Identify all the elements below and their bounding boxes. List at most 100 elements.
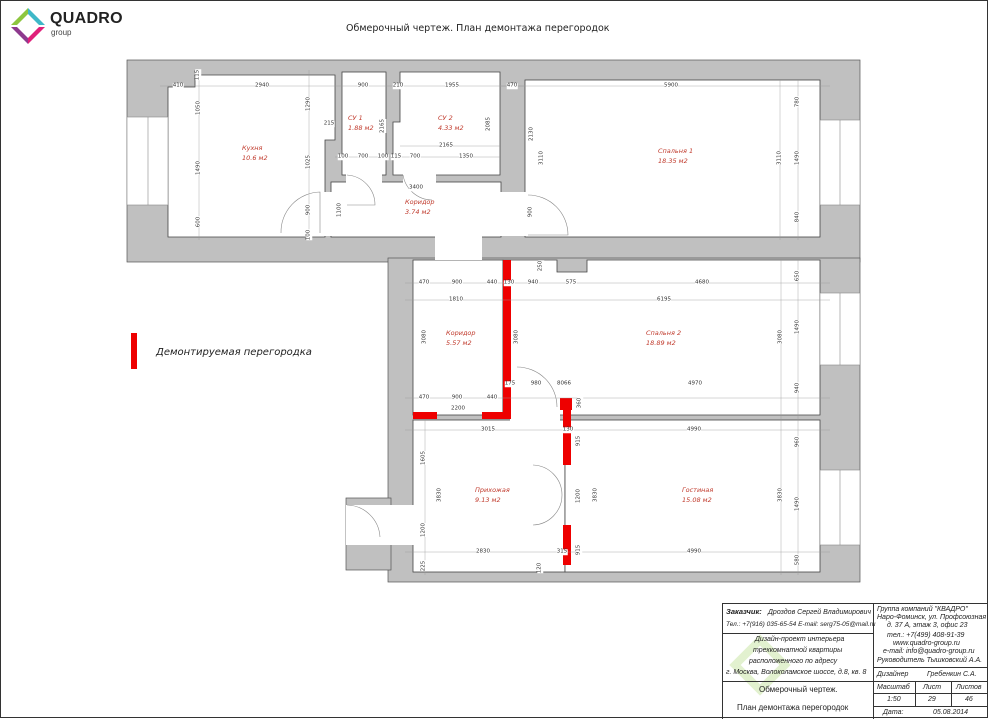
dimension-label: 4970 (688, 380, 702, 387)
dimension-label: 210 (392, 82, 404, 89)
dimension-label: 120 (536, 562, 543, 574)
dimension-label: 1025 (305, 155, 312, 169)
drawing-name: Обмерочный чертеж. (759, 685, 838, 694)
dimension-label: 1490 (794, 320, 801, 334)
room-name: Прихожая (475, 486, 510, 494)
dimension-label: 980 (530, 380, 542, 387)
drawing-name: План демонтажа перегородок (737, 703, 849, 712)
room-name: СУ 2 (438, 114, 453, 122)
dimension-label: 915 (575, 544, 582, 556)
dimension-label: 3080 (421, 330, 428, 344)
dimension-label: 915 (575, 435, 582, 447)
dimension-label: 580 (794, 554, 801, 566)
dimension-label: 410 (172, 82, 184, 89)
room-area: 18.89 м2 (646, 339, 676, 348)
dimension-label: 840 (794, 211, 801, 223)
dimension-label: 470 (418, 279, 430, 286)
room-area: 10.6 м2 (242, 154, 268, 163)
project-line: Дизайн-проект интерьера (755, 636, 845, 643)
dimension-label: 940 (794, 382, 801, 394)
dimension-label: 1490 (794, 151, 801, 165)
logo-diamond-icon (11, 8, 45, 44)
dimension-label: 1605 (420, 451, 427, 465)
company-email[interactable]: e-mail: info@quadro-group.ru (883, 648, 975, 655)
room-area: 1.88 м2 (348, 124, 374, 133)
door-swings (280, 174, 569, 538)
dimension-label: 2165 (379, 119, 386, 133)
dimension-label: 1200 (420, 523, 427, 537)
dimension-label: 360 (576, 397, 583, 409)
dimension-label: 8066 (557, 380, 571, 387)
dimension-label: 940 (527, 279, 539, 286)
customer-contact: Тел.: +7(916) 035-65-54 E-mail: serg75-0… (726, 621, 876, 628)
dimension-label: 315 (556, 548, 568, 555)
legend-label: Демонтируемая перегородка (156, 347, 312, 358)
dimension-label: 130 (503, 279, 515, 286)
dimension-label: 250 (537, 260, 544, 272)
room-bedroom-1 (524, 79, 821, 238)
dimension-label: 1100 (336, 203, 343, 217)
dimension-label: 1350 (459, 153, 473, 160)
room-name: Гостиная (682, 486, 714, 494)
customer-label: Заказчик: (726, 607, 762, 616)
scale-value: 1:50 (887, 696, 901, 703)
company-line: д. 37 А, этаж 3, офис 23 (887, 622, 968, 629)
dimension-label: 2200 (451, 405, 465, 412)
room-living (564, 419, 821, 573)
dimension-label: 1200 (575, 489, 582, 503)
company-line: Наро-Фоминск, ул. Профсоюзная (877, 614, 987, 621)
legend-swatch (131, 333, 137, 369)
opening-kitchen (324, 192, 332, 236)
title-block: Заказчик: Дроздов Сергей Владимирович Те… (722, 603, 988, 719)
logo-name: QUADRO (50, 10, 123, 27)
opening-bedroom1 (500, 192, 526, 236)
room-name: Кухня (242, 144, 263, 152)
company-line: Группа компаний "КВАДРО" (877, 606, 968, 613)
dimension-label: 4680 (695, 279, 709, 286)
sheet-value: 29 (928, 696, 936, 703)
company-website[interactable]: www.quadro-group.ru (893, 640, 960, 647)
dimension-label: 4990 (687, 426, 701, 433)
room-area: 18.35 м2 (658, 157, 688, 166)
dimension-label: 2940 (255, 82, 269, 89)
room-kitchen (167, 74, 336, 238)
room-name: Спальня 2 (646, 329, 682, 337)
dimension-label: 780 (794, 96, 801, 108)
dimension-label: 2830 (476, 548, 490, 555)
room-wc2 (392, 71, 501, 176)
dimension-label: 960 (794, 436, 801, 448)
sheets-value: 46 (965, 696, 973, 703)
dimension-label: 3830 (436, 488, 443, 502)
dimension-label: 900 (357, 82, 369, 89)
dimension-label: 1810 (449, 296, 463, 303)
dimension-label: 700 (357, 153, 369, 160)
dimension-label: 6195 (657, 296, 671, 303)
room-name: Коридор (405, 198, 435, 206)
scale-label: Масштаб (877, 684, 910, 691)
dimension-label: 1490 (794, 497, 801, 511)
dimension-label: 3400 (409, 184, 423, 191)
dimension-label: 3830 (777, 488, 784, 502)
dimension-label: 215 (323, 120, 335, 127)
opening-entry (346, 505, 414, 545)
dimension-label: 3080 (777, 330, 784, 344)
room-area: 15.08 м2 (682, 496, 712, 505)
dimension-label: 3110 (538, 151, 545, 165)
dimension-label: 2130 (528, 127, 535, 141)
opening-wc1 (346, 174, 382, 183)
room-bedroom-2 (502, 259, 821, 416)
dimension-label: 5900 (664, 82, 678, 89)
room-label: Гостиная 15.08 м2 (682, 485, 713, 506)
room-corridor-2 (412, 259, 504, 416)
sheets-label: Листов (956, 684, 982, 691)
opening-bedroom2 (510, 414, 560, 421)
project-line: г. Москва, Волоколамское шоссе, д.8, кв.… (726, 669, 867, 676)
room-corridor-1 (330, 181, 502, 238)
window-kitchen (126, 116, 169, 206)
project-line: расположенного по адресу (749, 658, 838, 665)
dimension-label: 225 (420, 560, 427, 572)
